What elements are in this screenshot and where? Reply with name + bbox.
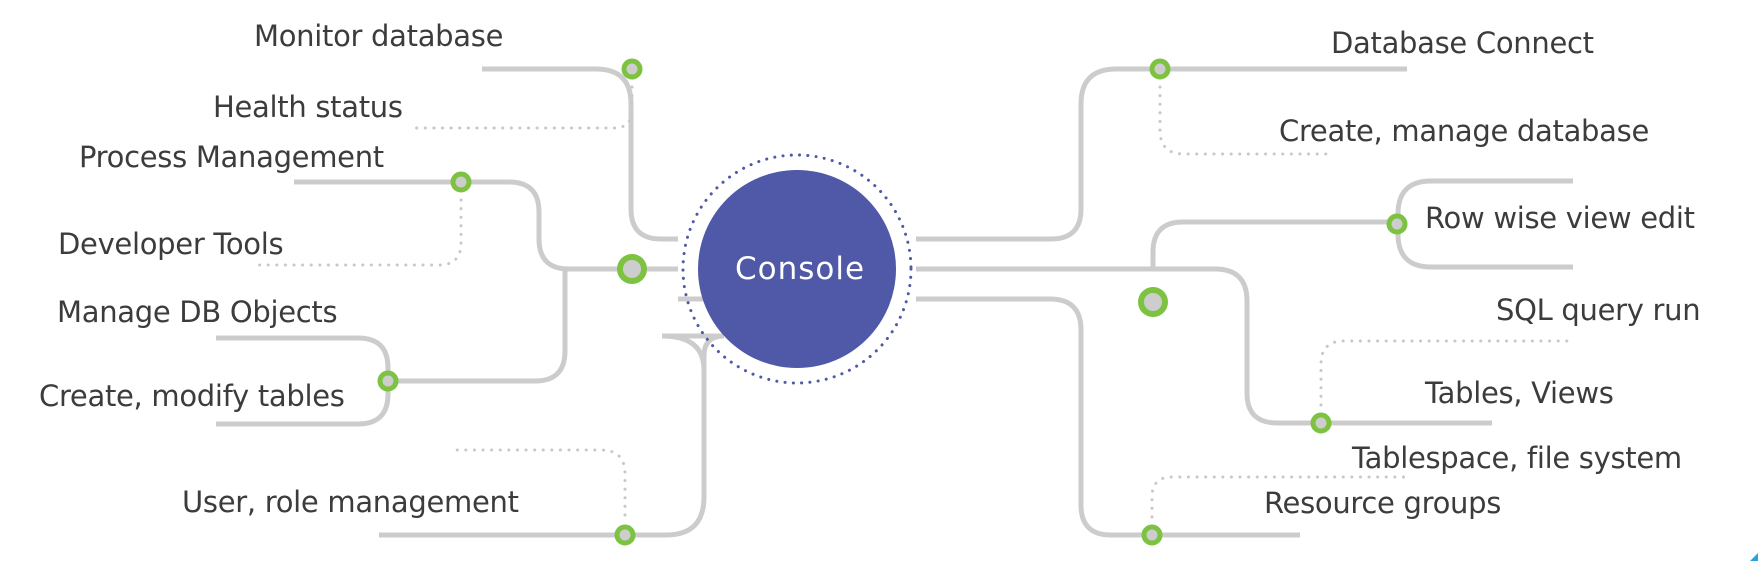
node-right-hub xyxy=(1138,287,1168,317)
connector-database-connect xyxy=(916,66,1407,242)
label-process-management: Process Management xyxy=(79,140,384,174)
node-left-hub xyxy=(617,254,647,284)
center-label: Console xyxy=(735,251,866,287)
label-user-role-management: User, role management xyxy=(182,485,519,519)
dotted-tablespace xyxy=(1150,475,1409,519)
label-tablespace-file-system: Tablespace, file system xyxy=(1352,441,1682,475)
dotted-health-status xyxy=(413,85,634,130)
label-health-status: Health status xyxy=(213,90,403,124)
dotted-create-manage-database xyxy=(1158,85,1335,156)
label-create-modify-tables: Create, modify tables xyxy=(39,379,345,413)
label-create-manage-database: Create, manage database xyxy=(1279,114,1649,148)
label-tables-views: Tables, Views xyxy=(1425,376,1614,410)
label-manage-db-objects: Manage DB Objects xyxy=(57,295,338,329)
connector-bottom-stub xyxy=(661,333,707,371)
label-sql-query-run: SQL query run xyxy=(1496,293,1701,327)
node-sql-query-run xyxy=(1310,412,1332,434)
label-monitor-database: Monitor database xyxy=(254,19,504,53)
dotted-sql-query-run xyxy=(1319,339,1571,407)
node-tablespace xyxy=(1141,524,1163,546)
node-database-connect xyxy=(1149,58,1171,80)
corner-accent-mark xyxy=(1750,553,1758,561)
center-dotted-ring xyxy=(681,153,913,385)
label-developer-tools: Developer Tools xyxy=(58,227,284,261)
connector-row-wise-view-edit xyxy=(1150,219,1395,269)
node-row-wise-view-edit xyxy=(1386,213,1408,235)
center-node xyxy=(698,170,896,368)
label-row-wise-view-edit: Row wise view edit xyxy=(1425,201,1695,235)
connector-manage-db-objects xyxy=(388,269,568,384)
node-manage-db-objects xyxy=(377,370,399,392)
connector-user-role-management xyxy=(379,333,725,538)
connector-monitor-database xyxy=(482,66,678,242)
dotted-developer-tools xyxy=(253,198,463,267)
connector-sql-query-run xyxy=(1028,266,1492,426)
connector-process-management xyxy=(294,179,570,272)
node-monitor-database xyxy=(621,58,643,80)
dotted-user-role-management xyxy=(451,448,627,517)
label-database-connect: Database Connect xyxy=(1331,26,1594,60)
node-process-management xyxy=(450,171,472,193)
connector-tablespace xyxy=(916,296,1300,538)
node-user-role-management xyxy=(614,524,636,546)
label-resource-groups: Resource groups xyxy=(1264,486,1502,520)
